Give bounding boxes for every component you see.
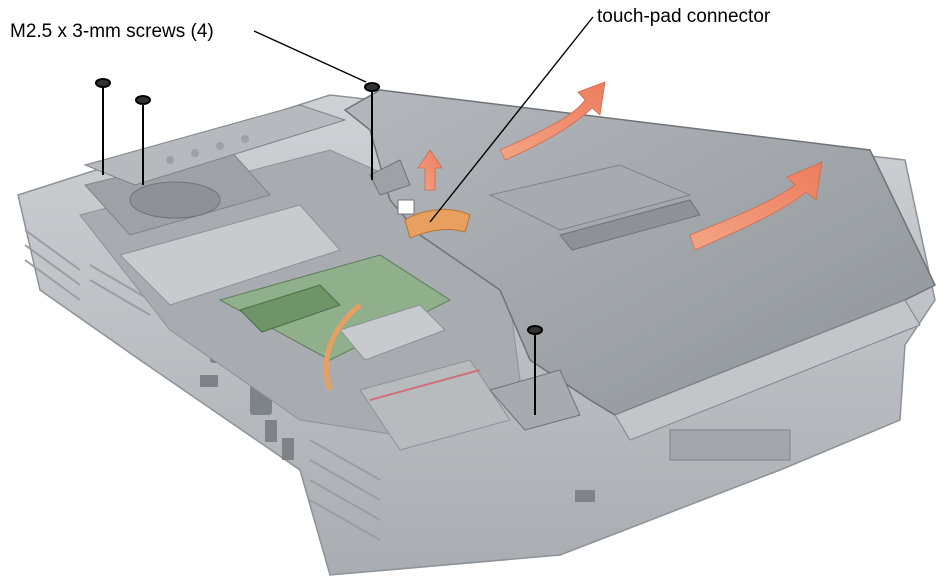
screw-2-icon <box>135 95 151 185</box>
screw-4-icon <box>527 325 543 415</box>
side-vents <box>24 229 381 541</box>
touchpad-leader-line <box>429 16 594 223</box>
cover-buttons <box>166 135 249 164</box>
connector-lift-arrow-icon <box>417 149 443 191</box>
screws <box>95 78 543 415</box>
lift-arrow-upper-icon <box>499 81 606 161</box>
screws-leader-line <box>253 30 367 83</box>
screw-1-icon <box>95 78 111 175</box>
front-bay <box>669 429 791 461</box>
hinge-cover <box>83 104 347 186</box>
touchpad-connector <box>397 199 471 239</box>
screws-callout-label: M2.5 x 3-mm screws (4) <box>10 21 214 42</box>
lift-arrow-lower-icon <box>689 161 823 251</box>
touch-pad-buttons <box>559 199 701 251</box>
touchpad-connector-callout-label: touch-pad connector <box>597 6 771 27</box>
touch-pad <box>488 164 692 231</box>
screw-3-icon <box>364 82 380 180</box>
